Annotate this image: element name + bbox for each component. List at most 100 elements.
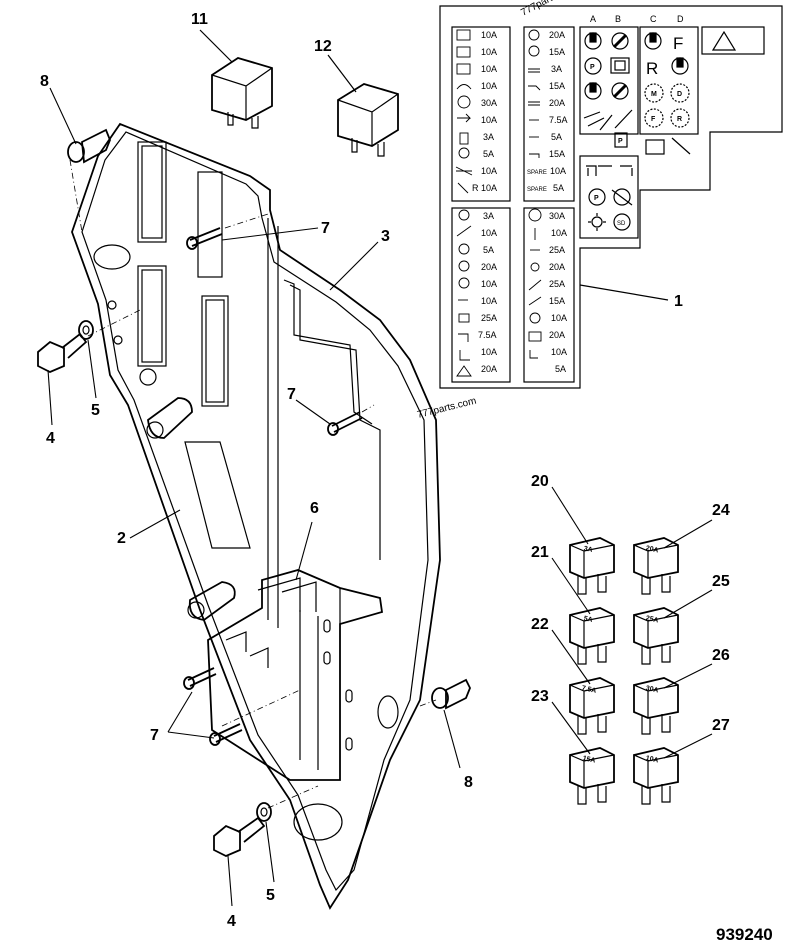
push-clip-8-right [431, 678, 471, 710]
fuse-label: 20A [549, 30, 565, 40]
fuse-label: 20A [549, 262, 565, 272]
callout-5: 5 [266, 887, 275, 904]
fuse-label: 5A [553, 183, 564, 193]
relay-column-headers: A B C D [590, 14, 684, 24]
fuse-label: 10A [481, 228, 497, 238]
fuse-label: 10A [481, 30, 497, 40]
callout-1: 1 [674, 293, 683, 310]
fuse-label: 20A [481, 364, 497, 374]
fuse-label: 25A [549, 245, 565, 255]
relay-letter: R [677, 116, 682, 123]
fuse-label: 10A [481, 47, 497, 57]
fuse-label: 10A [550, 166, 566, 176]
bolt-4-bottom [213, 816, 266, 857]
fuse-rating: 25A [645, 615, 659, 625]
fuse-label: 15A [549, 296, 565, 306]
fuse-label: 5A [555, 364, 566, 374]
relay-letter: P [618, 138, 623, 145]
bolt-4-top [37, 332, 88, 373]
blade-fuse-26: 30A [633, 677, 679, 735]
fuse-label: 10A [481, 347, 497, 357]
callout-2: 2 [117, 530, 126, 547]
fuse-rating: 7.5A [581, 685, 597, 695]
fuse-label: 15A [549, 47, 565, 57]
fuse-label-card [439, 5, 783, 389]
screw-7 [209, 723, 243, 746]
fuse-label: 10A [481, 183, 497, 193]
fuse-rating: 5A [583, 615, 593, 624]
relay-column-label: B [615, 14, 621, 24]
fuse-rating: 10A [645, 755, 659, 765]
relay-12 [337, 83, 399, 157]
callout-21: 21 [531, 544, 549, 561]
blade-fuse-21: 5A [569, 607, 615, 665]
callout-20: 20 [531, 473, 549, 490]
callout-7: 7 [287, 386, 296, 403]
fuse-rating: 15A [582, 755, 596, 765]
fuse-label: 3A [551, 64, 562, 74]
fuse-label: 10A [481, 81, 497, 91]
relay-letter: SD [617, 221, 626, 227]
fuse-rating: 20A [645, 545, 659, 555]
fuse-rating: 30A [645, 685, 659, 695]
blade-fuse-23: 15A [569, 747, 615, 805]
fuse-label: 20A [549, 98, 565, 108]
fuse-label: 10A [481, 279, 497, 289]
fuse-label: 10A [481, 115, 497, 125]
leader-lines [47, 87, 713, 907]
callout-5: 5 [91, 402, 100, 419]
fuse-label: 7.5A [549, 115, 568, 125]
fuse-prefix: SPARE [527, 170, 547, 176]
screw-7 [186, 227, 223, 250]
callout-22: 22 [531, 616, 549, 633]
blade-fuse-27: 10A [633, 747, 679, 805]
relay-letters: F R P M D F R P P SD [590, 34, 683, 227]
callout-numbers: 1 2 3 4 4 5 5 6 7 7 7 8 8 11 12 20 21 22… [40, 11, 730, 930]
callout-7: 7 [150, 727, 159, 744]
fuse-label: 10A [551, 347, 567, 357]
relay-letter: D [677, 91, 682, 98]
relay-letter: F [673, 34, 683, 53]
screw-7 [183, 667, 217, 690]
relay-letter: P [594, 195, 599, 202]
fuse-label: 3A [483, 132, 494, 142]
callout-8: 8 [40, 73, 49, 90]
relay-letter: R [646, 59, 658, 78]
fuse-label: 25A [481, 313, 497, 323]
fuse-label: 5A [483, 245, 494, 255]
fuse-label: 10A [481, 166, 497, 176]
relay-letter: P [590, 64, 595, 71]
fuse-prefix: SPARE [527, 187, 547, 193]
fuse-column-2: 20A 15A 3A 15A 20A 7.5A 5A 15A SPARE 10A… [527, 30, 568, 193]
fuse-column-3: 3A 10A 5A 20A 10A 10A 25A 7.5A 10A 20A [478, 211, 497, 374]
assembly-centerlines [69, 159, 437, 809]
washer-5-top [78, 320, 94, 340]
mounting-plate [71, 122, 441, 910]
drawing-number: 939240 [716, 925, 773, 944]
callout-4: 4 [227, 913, 236, 930]
blade-fuse-22: 7.5A [569, 677, 615, 735]
fuse-label: 3A [483, 211, 494, 221]
callout-4: 4 [46, 430, 55, 447]
fuse-symbol-icons [455, 29, 542, 377]
watermark: 777parts.com [416, 396, 477, 421]
watermark: 777parts.com [519, 0, 578, 19]
relay-column-label: C [650, 14, 657, 24]
relay-letter: F [651, 116, 656, 123]
relay-letter: M [651, 91, 657, 98]
relay-11 [211, 57, 273, 129]
callout-26: 26 [712, 647, 730, 664]
callout-27: 27 [712, 717, 730, 734]
fuse-label: 15A [549, 81, 565, 91]
fuse-label: 30A [481, 98, 497, 108]
washer-5-bottom [256, 802, 272, 822]
blade-fuse-20: 3A [569, 537, 615, 595]
fuse-label: 30A [549, 211, 565, 221]
fuse-label: 25A [549, 279, 565, 289]
leader-line [199, 29, 233, 63]
fuse-column-4: 30A 10A 25A 20A 25A 15A 10A 20A 10A 5A [549, 211, 567, 374]
fuse-label: 5A [551, 132, 562, 142]
blade-fuse-25: 25A [633, 607, 679, 665]
fuse-label: 10A [551, 228, 567, 238]
